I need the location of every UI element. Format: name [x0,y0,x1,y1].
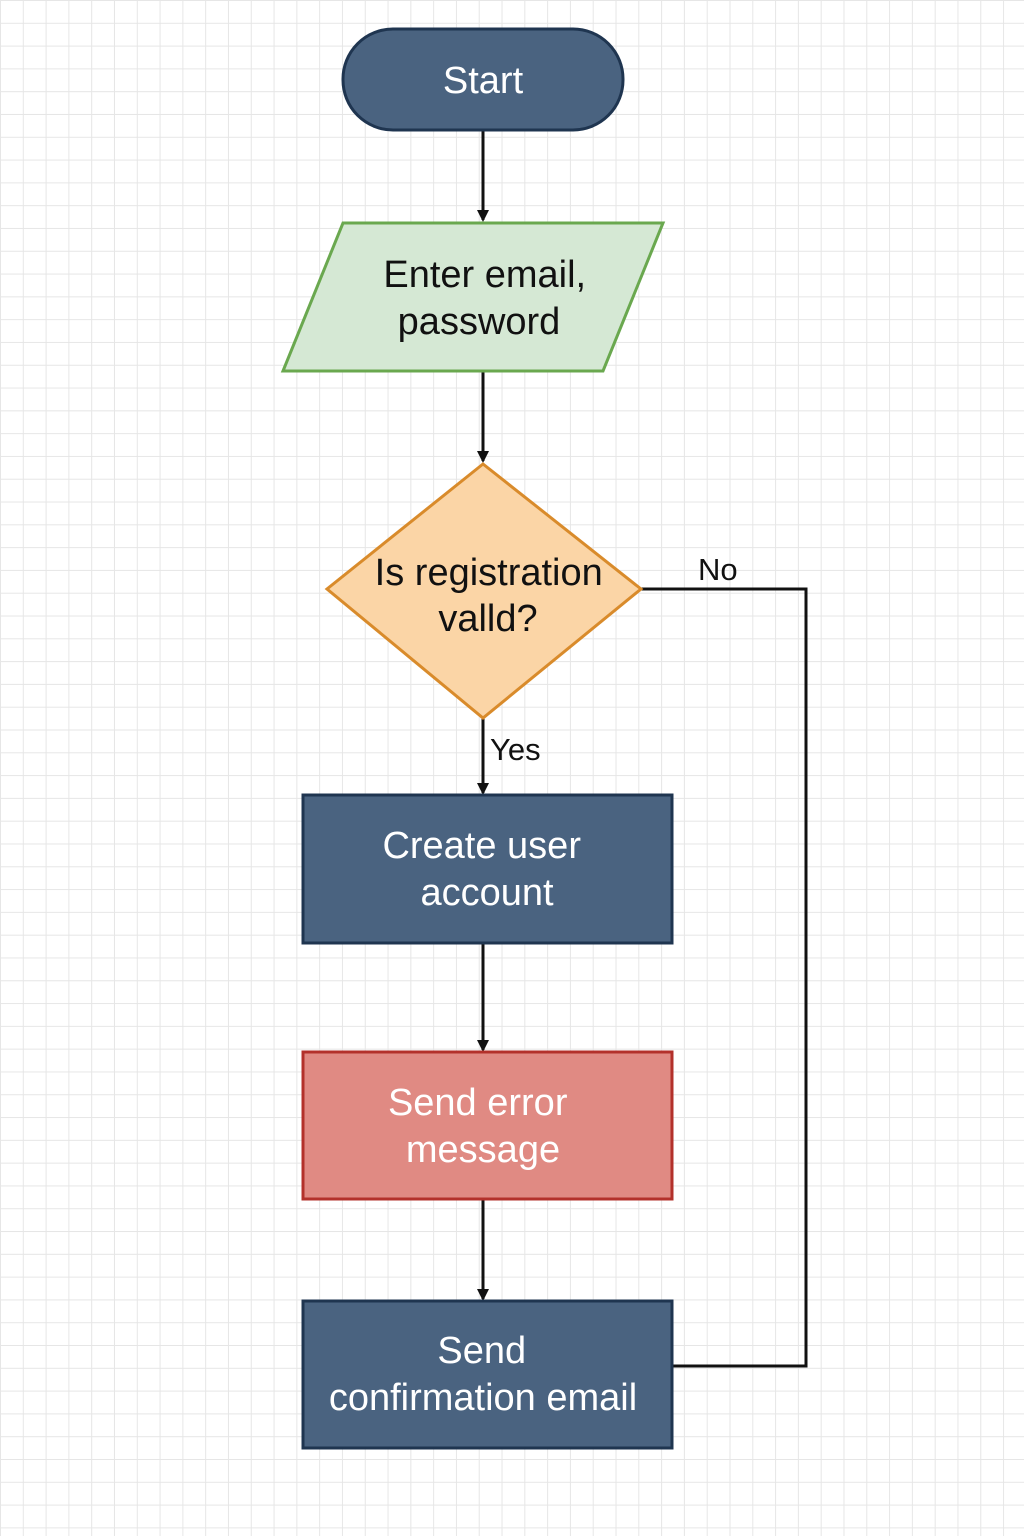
create-account-node-shape [301,793,674,945]
edge-label-no: No [698,552,738,587]
send-error-node-shape [301,1050,674,1201]
decision-node[interactable]: Is registration valld? [324,462,644,720]
decision-node-shape [324,462,644,720]
input-node-label: Enter email, password [383,254,596,343]
decision-node-label: Is registration valld? [375,552,614,640]
create-account-node-label: Create user account [382,825,591,914]
input-node[interactable]: Enter email, password [280,221,666,373]
send-confirmation-node-shape [301,1299,674,1450]
edge-label-yes: Yes [490,732,541,767]
send-error-node-label: Send error message [388,1082,578,1171]
connector-decision-no-branch [640,587,808,1368]
input-node-shape [280,221,666,373]
send-confirmation-node-label: Send confirmation email [329,1330,637,1419]
create-account-node[interactable]: Create user account [301,793,674,945]
start-node-shape [341,27,625,132]
start-node-label: Start [443,60,524,102]
send-confirmation-node[interactable]: Send confirmation email [301,1299,674,1450]
start-node[interactable]: Start [341,27,625,132]
send-error-node[interactable]: Send error message [301,1050,674,1201]
